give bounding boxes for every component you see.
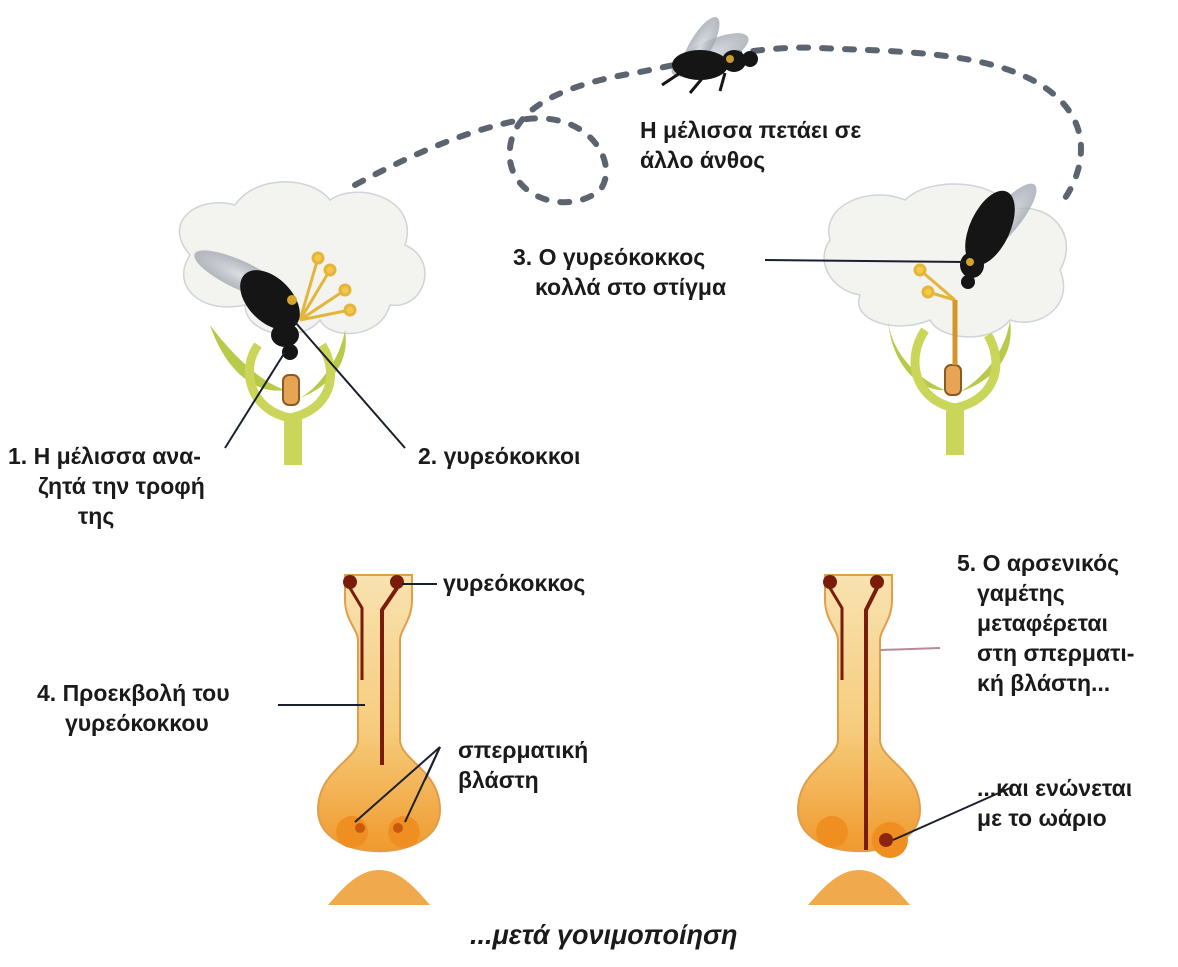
bee-flying [662,12,758,93]
label-step-1-bee-seeks-food: 1. Η μέλισσα ανα- ζητά την τροφή της [8,441,205,531]
caption-after-fertilization: ...μετά γονιμοποίηση [470,920,737,950]
label-pollen-grain: γυρεόκοκκος [443,568,585,598]
label-ovule: σπερματική βλάστη [458,735,588,795]
label-bee-flies-to-another-flower: Η μέλισσα πετάει σε άλλο άνθος [640,115,861,175]
flower-right [824,176,1066,455]
label-step-5-male-gamete-transferred: 5. Ο αρσενικός γαμέτης μεταφέρεται στη σ… [957,548,1134,698]
flower-left [179,182,424,465]
label-step-4-pollen-tube: 4. Προεκβολή του γυρεόκοκκου [37,678,230,738]
label-step-2-pollen-grains: 2. γυρεόκοκκοι [418,441,580,471]
pistil-right [798,575,920,905]
pistil-left [318,575,440,905]
label-unites-with-egg: ...και ενώνεται με το ωάριο [977,773,1132,833]
label-step-3-pollen-sticks-to-stigma: 3. Ο γυρεόκοκκος κολλά στο στίγμα [513,242,726,302]
